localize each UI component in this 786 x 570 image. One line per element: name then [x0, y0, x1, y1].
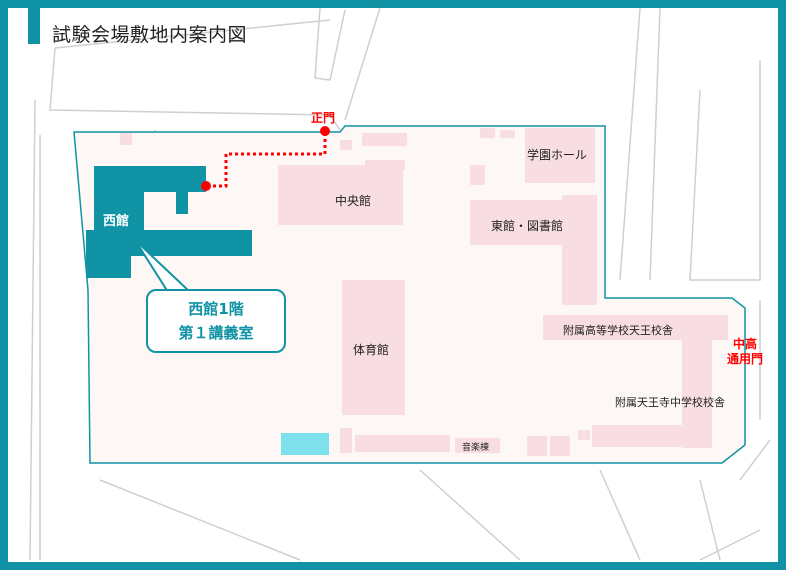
main-gate-label: 正門 [311, 111, 336, 125]
west-hall-label: 西館 [103, 214, 130, 229]
side-gate-line2: 通用門 [727, 352, 764, 366]
callout-room: 第１講義室 [178, 324, 254, 342]
main-gate-marker [320, 126, 330, 136]
callout-floor: 西館1階 [188, 300, 244, 318]
exam-room-callout: 西館1階 第１講義室 [146, 289, 286, 353]
pool [281, 433, 329, 455]
west-hall-entrance-marker [201, 181, 211, 191]
title-accent [28, 8, 40, 44]
hall-label: 学園ホール [527, 148, 588, 162]
high-school-label: 附属高等学校天王校舎 [563, 324, 673, 337]
gym-label: 体育館 [353, 343, 390, 357]
side-gate-label: 中高 通用門 [727, 337, 763, 367]
side-gate-line1: 中高 [733, 337, 758, 351]
buildings [120, 128, 728, 456]
music-building-label: 音楽棟 [462, 443, 490, 453]
central-hall-label: 中央館 [335, 194, 372, 208]
east-library-label: 東館・図書館 [491, 219, 564, 233]
west-hall-building [86, 166, 252, 278]
junior-high-label: 附属天王寺中学校校舎 [615, 396, 725, 409]
page-title: 試験会場敷地内案内図 [52, 24, 248, 46]
route-line [207, 130, 327, 188]
